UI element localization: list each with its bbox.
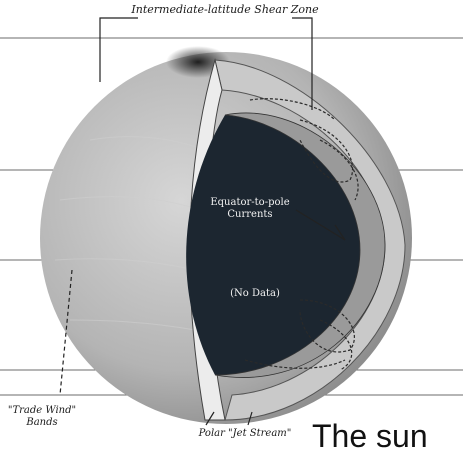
label-shear-zone: Intermediate-latitude Shear Zone <box>110 4 340 16</box>
leader-shear-left <box>100 18 138 82</box>
label-polar-jet: Polar "Jet Stream" <box>185 428 305 440</box>
label-no-data: (No Data) <box>215 288 295 300</box>
diagram-title: The sun <box>312 418 428 454</box>
label-trade-wind: "Trade Wind" Bands <box>2 405 82 429</box>
label-equator-to-pole: Equator-to-pole Currents <box>205 197 295 221</box>
